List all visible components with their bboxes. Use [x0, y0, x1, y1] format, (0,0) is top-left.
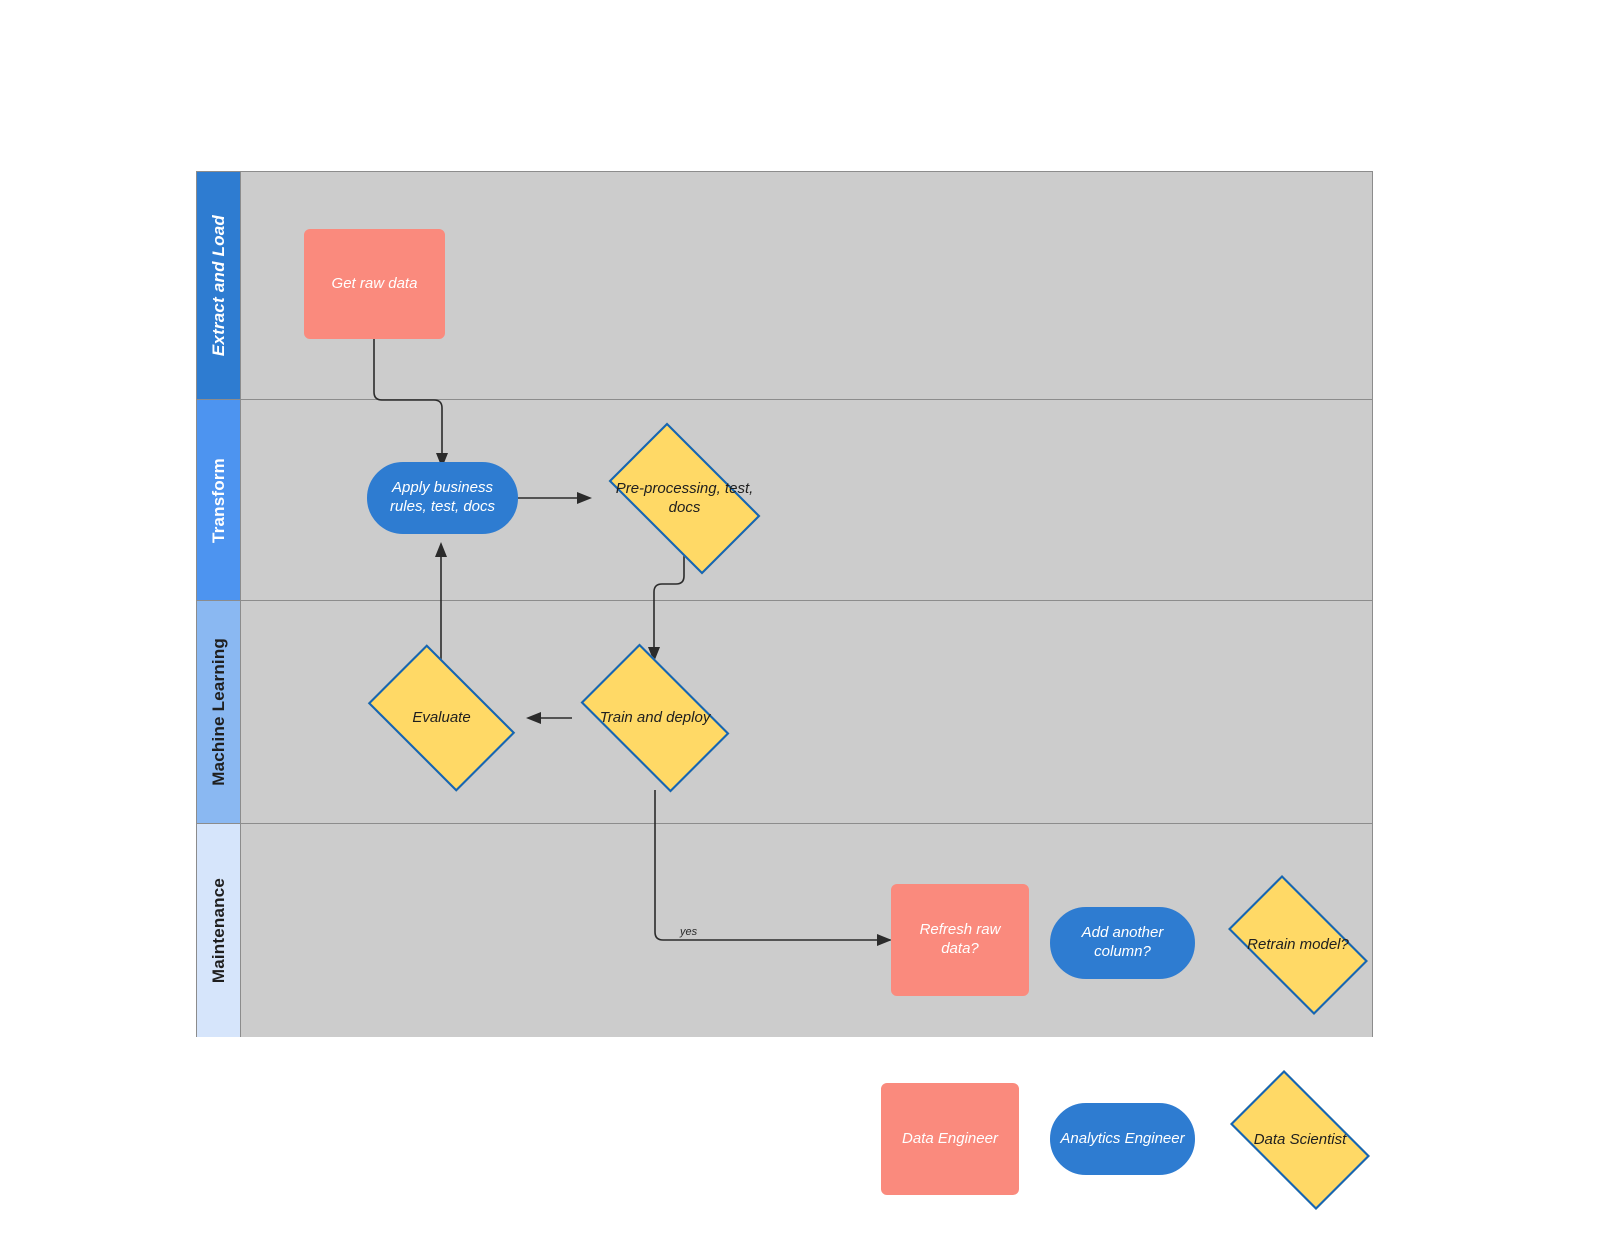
- node-get-raw-data[interactable]: Get raw data: [304, 229, 445, 339]
- arrowhead-apply-rules-in: [436, 453, 448, 468]
- node-train-and-deploy[interactable]: Train and deploy: [565, 643, 745, 793]
- arrowhead-evaluate-in: [526, 712, 541, 724]
- edge-train-and-deploy-to-refresh-raw-data: [654, 790, 878, 941]
- node-label-evaluate: Evaluate: [412, 708, 471, 726]
- edge-label-yes: yes: [678, 926, 700, 938]
- legend-label-data-engineer: Data Engineer: [902, 1129, 998, 1147]
- arrowhead-pre-processing-in: [577, 492, 592, 504]
- legend-label-analytics-engineer: Analytics Engineer: [1060, 1129, 1185, 1147]
- lane-header-transform: Transform: [197, 400, 241, 600]
- node-label-pre-processing: Pre-processing, test, docs: [615, 479, 754, 516]
- node-add-another-column[interactable]: Add another column?: [1050, 907, 1195, 979]
- node-label-retrain-model: Retrain model?: [1247, 935, 1349, 953]
- node-retrain-model[interactable]: Retrain model?: [1212, 875, 1384, 1015]
- legend-item-analytics-engineer[interactable]: Analytics Engineer: [1050, 1103, 1195, 1175]
- node-apply-rules[interactable]: Apply business rules, test, docs: [367, 462, 518, 534]
- arrowhead-refresh-raw-data-in: [877, 934, 892, 946]
- node-label-train-and-deploy: Train and deploy: [599, 708, 711, 726]
- node-evaluate[interactable]: Evaluate: [353, 644, 530, 792]
- arrowhead-apply-rules-feedback-in: [435, 542, 447, 557]
- legend-label-data-scientist: Data Scientist: [1253, 1130, 1347, 1148]
- node-label-refresh-raw-data: Refresh raw data?: [919, 921, 1001, 957]
- swimlane-pool: Extract and Load Transform Machine Learn…: [196, 171, 1373, 1037]
- lane-header-extract-and-load: Extract and Load: [197, 172, 241, 399]
- edge-get-raw-data-to-apply-rules: [373, 338, 443, 455]
- lane-header-maintenance: Maintenance: [197, 824, 241, 1037]
- lane-header-machine-learning: Machine Learning: [197, 601, 241, 823]
- legend-item-data-scientist[interactable]: Data Scientist: [1214, 1070, 1386, 1210]
- node-label-get-raw-data: Get raw data: [331, 274, 418, 292]
- legend-item-data-engineer[interactable]: Data Engineer: [881, 1083, 1019, 1195]
- node-refresh-raw-data[interactable]: Refresh raw data?: [891, 884, 1029, 996]
- node-pre-processing[interactable]: Pre-processing, test, docs: [591, 422, 778, 575]
- arrowhead-train-and-deploy-in: [648, 647, 660, 662]
- node-label-apply-rules: Apply business rules, test, docs: [389, 479, 496, 515]
- edge-pre-processing-to-train-and-deploy: [653, 555, 685, 648]
- node-label-add-another-column: Add another column?: [1081, 924, 1164, 960]
